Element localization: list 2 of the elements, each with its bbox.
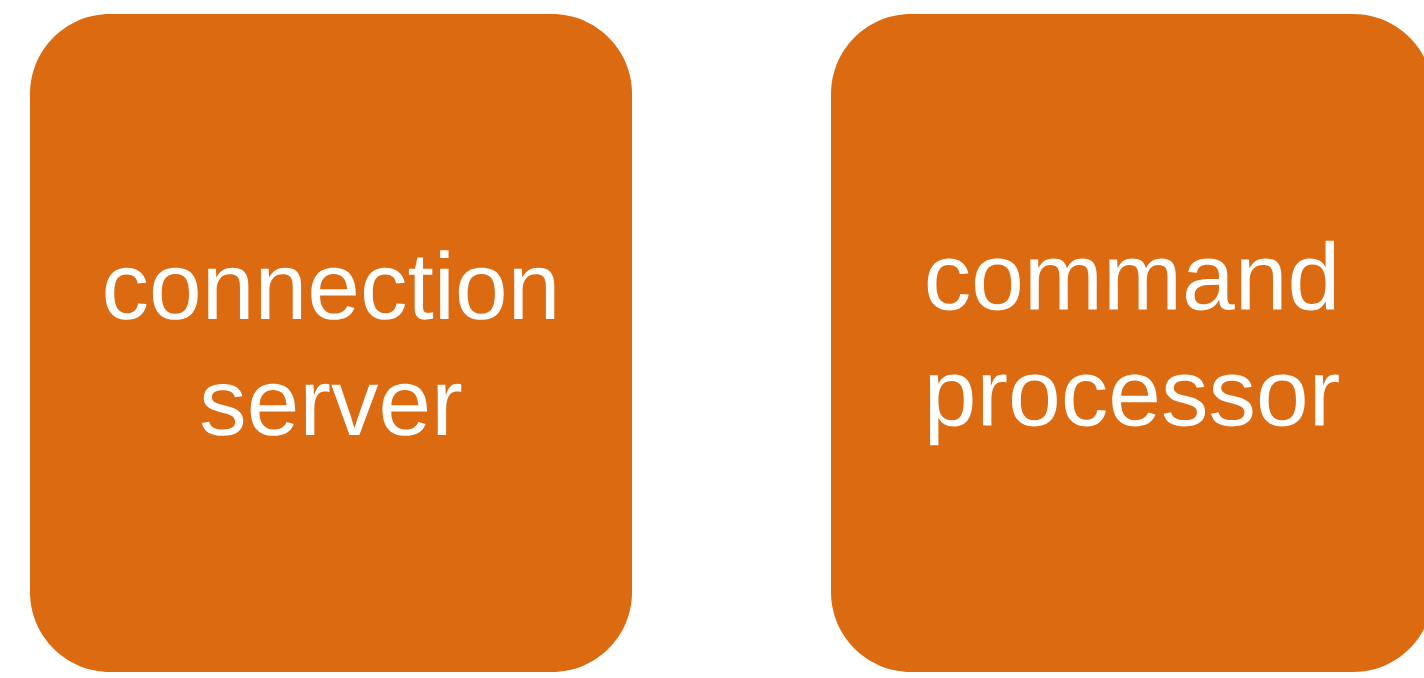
process-box: connection server (30, 14, 632, 672)
process-box: command processor (831, 14, 1424, 672)
